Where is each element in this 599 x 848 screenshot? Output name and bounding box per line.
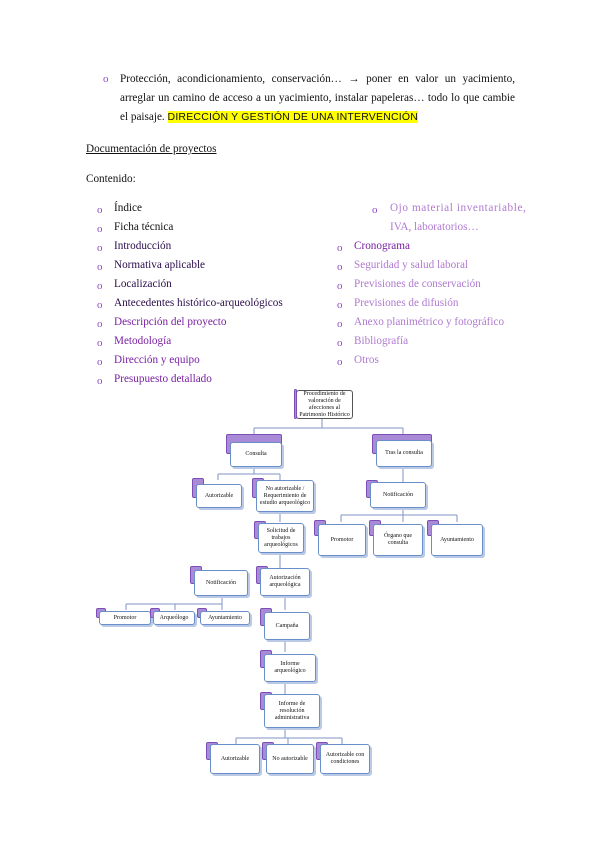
note-line: IVA, laboratorios… bbox=[390, 221, 479, 233]
node-promotor-left: Promotor bbox=[99, 611, 151, 625]
node-final-no-autorizable: No autorizable bbox=[266, 744, 314, 774]
node-informe: Informe arqueológico bbox=[264, 654, 316, 682]
node-solicitud: Solicitud de trabajos arqueológicos bbox=[258, 523, 304, 553]
node-informe-resolucion-label: Informe de resolución administrativa bbox=[274, 700, 310, 721]
node-promotor-left-label: Promotor bbox=[113, 614, 137, 621]
node-ayuntamiento-right: Ayuntamiento bbox=[431, 524, 483, 556]
bullet-marker: o bbox=[97, 375, 103, 387]
node-no-autorizable-label: No autorizable / Requerimiento de estudi… bbox=[259, 485, 311, 506]
node-notificacion-left-label: Notificación bbox=[206, 579, 236, 586]
node-informe-label: Informe arqueológico bbox=[274, 661, 306, 674]
node-tras-consulta-label: Tras la consulta bbox=[385, 450, 423, 456]
node-final-condiciones-label: Autorizable con condiciones bbox=[325, 752, 365, 765]
bullet-marker: o bbox=[337, 242, 343, 254]
node-notificacion-left: Notificación bbox=[194, 570, 248, 596]
bullet-marker: o bbox=[337, 356, 343, 368]
list-item: Otros bbox=[354, 354, 379, 366]
node-notificacion-right: Notificación bbox=[370, 482, 426, 508]
contenido-label: Contenido: bbox=[86, 173, 136, 185]
node-ayuntamiento-left-label: Ayuntamiento bbox=[208, 614, 242, 621]
node-autorizable-label: Autorizable bbox=[204, 492, 234, 499]
node-consulta-label: Consulta bbox=[245, 451, 267, 457]
node-consulta: Consulta bbox=[230, 442, 282, 467]
node-autorizacion: Autorización arqueológica bbox=[260, 568, 310, 596]
node-root: Procedimiento de valoración de afeccione… bbox=[296, 390, 353, 419]
node-root-label: Procedimiento de valoración de afeccione… bbox=[299, 390, 350, 418]
section-title: Documentación de proyectos bbox=[86, 143, 217, 155]
list-item: Antecedentes histórico-arqueológicos bbox=[114, 297, 283, 309]
list-item: Seguridad y salud laboral bbox=[354, 259, 469, 271]
list-item: Normativa aplicable bbox=[114, 259, 206, 271]
list-item: Previsiones de difusión bbox=[354, 297, 459, 309]
bullet-marker: o bbox=[97, 223, 103, 235]
list-item: Previsiones de conservación bbox=[354, 278, 481, 290]
bullet-marker: o bbox=[97, 318, 103, 330]
node-final-no-autorizable-label: No autorizable bbox=[272, 755, 308, 762]
intro-text: Protección, acondicionamiento, conservac… bbox=[120, 73, 515, 123]
node-no-autorizable: No autorizable / Requerimiento de estudi… bbox=[256, 480, 314, 512]
node-organo-label: Órgano que consulta bbox=[383, 533, 413, 546]
bullet-marker: o bbox=[337, 337, 343, 349]
node-organo: Órgano que consulta bbox=[373, 524, 423, 556]
bullet-marker: o bbox=[337, 261, 343, 273]
bullet-marker: o bbox=[97, 242, 103, 254]
list-item: Bibliografía bbox=[354, 335, 409, 347]
list-item: Localización bbox=[114, 278, 172, 290]
node-solicitud-label: Solicitud de trabajos arqueológicos bbox=[264, 527, 298, 548]
bullet-marker: o bbox=[97, 337, 103, 349]
list-item: Cronograma bbox=[354, 240, 410, 252]
node-campana: Campaña bbox=[264, 612, 310, 640]
node-autorizacion-label: Autorización arqueológica bbox=[269, 575, 301, 588]
node-promotor-right-label: Promotor bbox=[330, 536, 354, 543]
node-promotor-right: Promotor bbox=[318, 524, 366, 556]
list-item: Anexo planimétrico y fotográfico bbox=[354, 316, 505, 328]
node-final-condiciones: Autorizable con condiciones bbox=[320, 744, 370, 774]
list-item: Dirección y equipo bbox=[114, 354, 200, 366]
note-line: Ojo material inventariable, bbox=[390, 202, 527, 214]
node-notificacion-right-label: Notificación bbox=[383, 491, 413, 498]
node-tras-consulta: Tras la consulta bbox=[376, 440, 432, 467]
node-arqueologo-label: Arqueólogo bbox=[159, 614, 189, 621]
node-arqueologo: Arqueólogo bbox=[153, 611, 195, 625]
bullet-marker: o bbox=[372, 204, 378, 216]
bullet-marker: o bbox=[337, 280, 343, 292]
node-final-autorizable-label: Autorizable bbox=[220, 755, 250, 762]
node-final-autorizable: Autorizable bbox=[210, 744, 260, 774]
node-ayuntamiento-right-label: Ayuntamiento bbox=[440, 536, 474, 543]
bullet-marker: o bbox=[97, 280, 103, 292]
bullet-marker: o bbox=[97, 204, 103, 216]
list-item: Metodología bbox=[114, 335, 172, 347]
bullet-marker: o bbox=[337, 299, 343, 311]
intro-paragraph: Protección, acondicionamiento, conservac… bbox=[120, 70, 515, 127]
list-item: Ficha técnica bbox=[114, 221, 174, 233]
intro-highlight: DIRECCIÓN Y GESTIÓN DE UNA INTERVENCIÓN bbox=[167, 111, 419, 123]
bullet-marker: o bbox=[337, 318, 343, 330]
bullet-marker: o bbox=[103, 73, 109, 85]
accent-root bbox=[294, 389, 297, 419]
node-informe-resolucion: Informe de resolución administrativa bbox=[264, 694, 320, 728]
list-item: Índice bbox=[114, 202, 142, 214]
bullet-marker: o bbox=[97, 356, 103, 368]
node-ayuntamiento-left: Ayuntamiento bbox=[200, 611, 250, 625]
list-item: Presupuesto detallado bbox=[114, 373, 212, 385]
node-autorizable: Autorizable bbox=[196, 484, 242, 508]
bullet-marker: o bbox=[97, 299, 103, 311]
list-item: Introducción bbox=[114, 240, 172, 252]
list-item: Descripción del proyecto bbox=[114, 316, 227, 328]
bullet-marker: o bbox=[97, 261, 103, 273]
node-campana-label: Campaña bbox=[275, 622, 299, 629]
